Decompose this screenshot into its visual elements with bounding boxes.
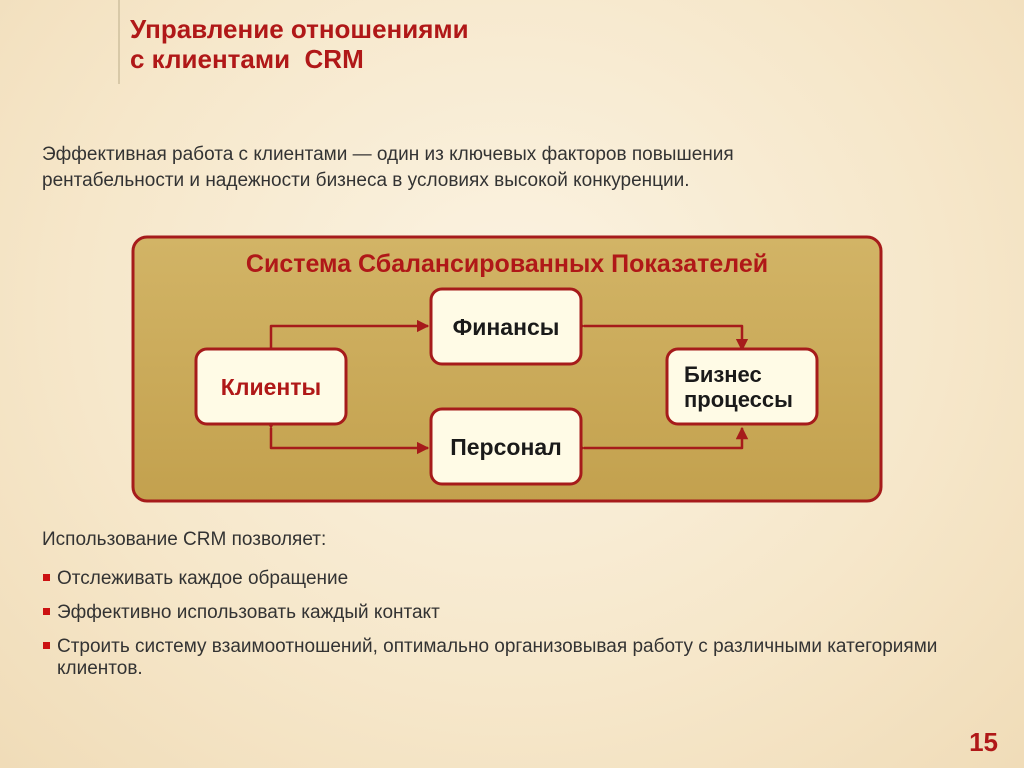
list-item-text: Эффективно использовать каждый контакт	[57, 602, 440, 623]
node-clients-box	[194, 347, 348, 426]
arrow-finance-business	[572, 319, 749, 352]
page-number: 15	[969, 727, 998, 757]
bullet-square-icon	[43, 608, 50, 615]
node-clients-label: Клиенты	[221, 374, 321, 400]
node-finance-label: Финансы	[453, 314, 560, 340]
diagram-title: Система Сбалансированных Показателей	[246, 250, 768, 278]
node-business-label-line-1: Бизнес	[684, 362, 762, 387]
list-item-text: Отслеживать каждое обращение	[57, 568, 349, 589]
list-item: Отслеживать каждое обращение	[42, 568, 992, 590]
node-business-box	[665, 347, 819, 426]
slide-title: Управление отношениями с клиентами CRM	[130, 14, 469, 74]
intro-text: Эффективная работа с клиентами — один из…	[42, 144, 734, 191]
slide-title-line-2: с клиентами CRM	[130, 44, 364, 74]
arrow-clients-personnel	[264, 416, 430, 455]
node-personnel: Персонал	[429, 407, 583, 486]
node-finance-box	[429, 287, 583, 366]
list-item: Строить систему взаимоотношений, оптимал…	[42, 636, 992, 680]
node-business-label-line-2: процессы	[684, 387, 793, 412]
node-finance: Финансы	[429, 287, 583, 366]
bullet-square-icon	[43, 642, 50, 649]
list-item-text: Строить систему взаимоотношений, оптимал…	[57, 636, 938, 679]
arrow-personnel-business	[572, 426, 749, 455]
title-divider	[118, 0, 120, 84]
node-personnel-label: Персонал	[450, 434, 562, 460]
slide-title-line-1: Управление отношениями	[130, 14, 469, 44]
node-business-processes: Бизнес процессы	[665, 347, 819, 426]
list-item: Эффективно использовать каждый контакт	[42, 602, 992, 624]
crm-benefits-list: Отслеживать каждое обращение Эффективно …	[42, 568, 992, 692]
bullet-square-icon	[43, 574, 50, 581]
arrow-clients-finance	[264, 319, 430, 362]
node-clients: Клиенты	[194, 347, 348, 426]
node-personnel-box	[429, 407, 583, 486]
diagram-arrows	[264, 319, 749, 455]
crm-lead-text: Использование CRM позволяет:	[42, 529, 327, 550]
